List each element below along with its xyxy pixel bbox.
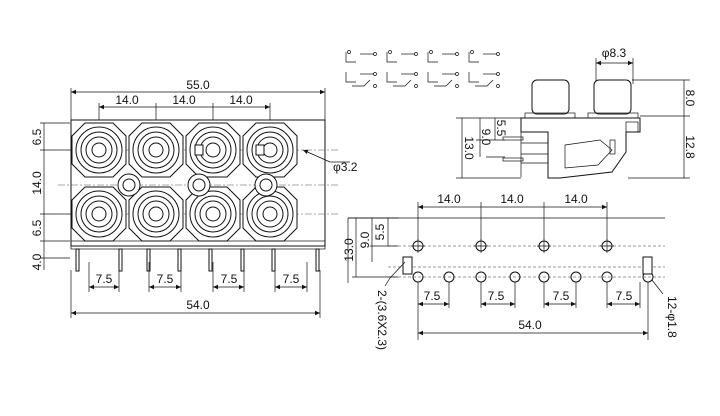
dim-side-9-0: 9.0 [479,129,493,146]
dim-pin-spacing-3: 7.5 [221,272,238,286]
schematic-symbol [345,50,377,88]
mounting-holes [117,144,278,197]
pcb-slot-right [642,256,653,275]
schematic-symbol [427,50,459,88]
jack-row-top [71,122,298,178]
pcb-layout: 14.0 14.0 14.0 5.5 9.0 13.0 [342,192,679,350]
dim-row-spacing-14-0: 14.0 [30,171,44,195]
rca-jack [71,122,127,178]
dim-pitch-1: 14.0 [115,93,139,107]
pcb-dim-pitch-1: 14.0 [437,192,461,206]
pins [75,248,320,272]
switch-schematics [345,50,500,88]
dim-jack-bottom-6-5: 6.5 [30,219,44,236]
dim-pitch-3: 14.0 [229,93,253,107]
schematic-symbol [468,50,500,88]
pcb-dim-pin-spacing-2: 7.5 [488,289,505,303]
jack-row-bottom [71,186,298,242]
pcb-slot-note: 2-(3.6X2.3) [375,290,389,350]
dim-side-5-5: 5.5 [494,120,508,137]
dim-pin-spacing-1: 7.5 [96,272,113,286]
rca-jack [71,186,127,242]
pcb-dim-pin-spacing-1: 7.5 [424,289,441,303]
pcb-dim-pin-span: 54.0 [518,318,542,332]
side-jack-right [593,79,632,115]
side-jack-left [531,79,570,115]
dim-pin-spacing-2: 7.5 [157,272,174,286]
dim-pitch-2: 14.0 [172,93,196,107]
pcb-dim-pin-spacing-4: 7.5 [616,289,633,303]
dim-jack-dia: φ8.3 [602,46,627,60]
side-body-outline [520,117,641,179]
side-view: φ8.3 8.0 12.8 5.5 9.0 13.0 [456,46,697,179]
dim-pin-spacing-4: 7.5 [283,272,300,286]
dim-jack-length-8-0: 8.0 [683,90,697,107]
rca-jack [128,122,184,178]
pcb-dim-pitch-2: 14.0 [500,192,524,206]
dim-55-0: 55.0 [186,78,210,92]
front-view: 55.0 14.0 14.0 14.0 6.5 14.0 6.5 4.0 [30,78,358,318]
pcb-hole-note: 12-φ1.8 [665,296,679,338]
dim-small-hole-dia: φ3.2 [333,160,358,174]
pcb-dim-13-0: 13.0 [342,238,356,262]
schematic-symbol [386,50,418,88]
dim-jack-top-6-5: 6.5 [30,128,44,145]
rca-jack [128,186,184,242]
dim-pin-span-54-0: 54.0 [186,298,210,312]
rca-jack [185,122,241,178]
rca-jack [242,122,298,178]
dim-side-13-0: 13.0 [462,136,476,160]
pcb-dim-pitch-3: 14.0 [564,192,588,206]
pcb-dim-5-5: 5.5 [373,223,387,240]
pcb-dim-9-0: 9.0 [358,231,372,248]
pcb-slot-left [402,256,413,275]
dim-body-height-12-8: 12.8 [683,135,697,159]
rca-jack [242,186,298,242]
pcb-holes [402,239,654,283]
rca-jack [185,186,241,242]
dim-base-4-0: 4.0 [30,253,44,270]
pcb-dim-pin-spacing-3: 7.5 [553,289,570,303]
